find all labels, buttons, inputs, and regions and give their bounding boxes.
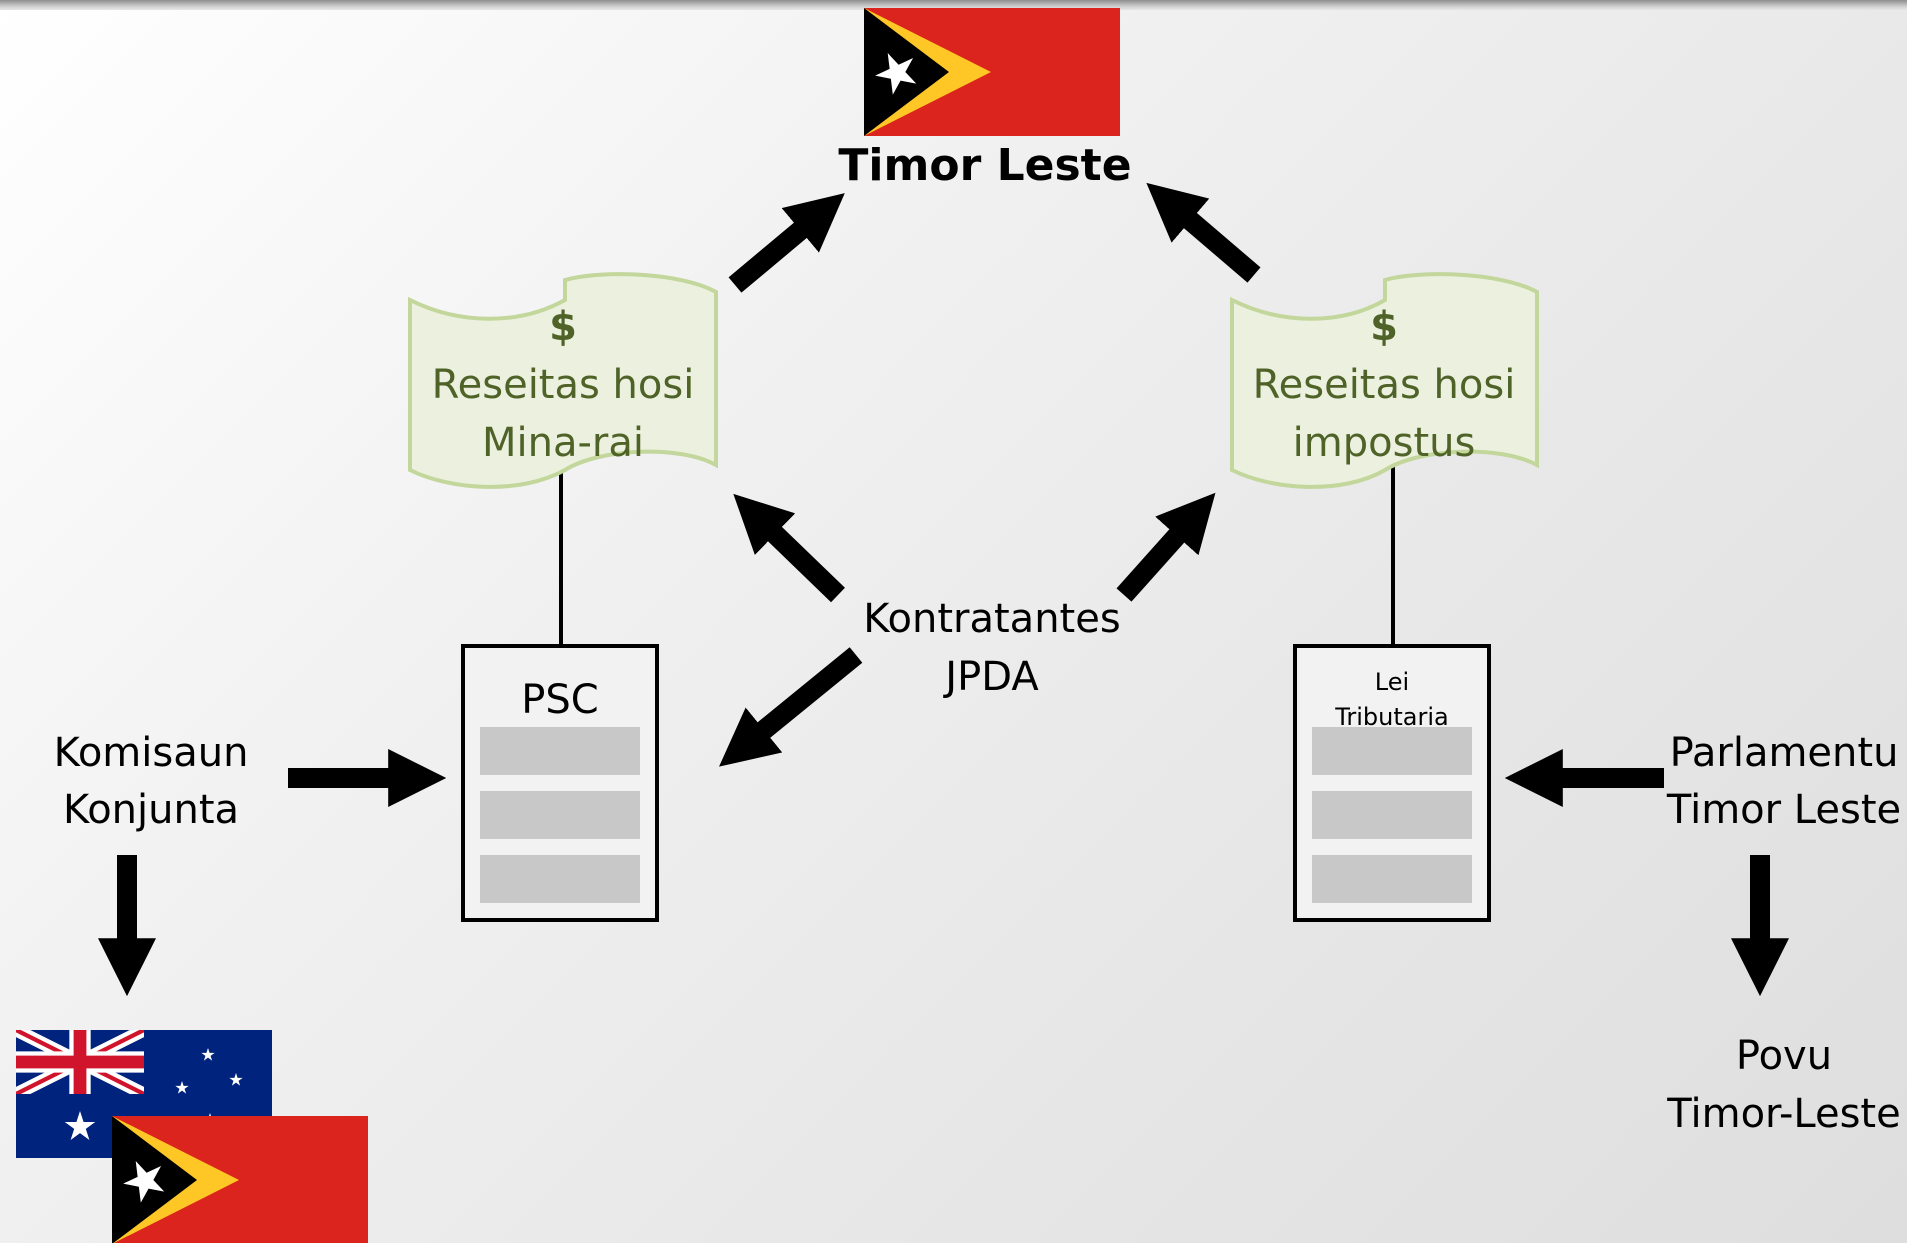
center-label-line2: JPDA — [942, 654, 1039, 700]
arrow-center-to-psc — [719, 647, 863, 767]
arrow-center-to-right-scroll — [1116, 492, 1216, 602]
lei-content-block — [1312, 855, 1472, 903]
arrow-right-scroll-to-title — [1146, 182, 1261, 283]
psc-label: PSC — [521, 677, 598, 723]
scroll-left-line1: Reseitas hosi — [432, 362, 695, 408]
psc-content-block — [480, 727, 640, 775]
scroll-right-line2: impostus — [1293, 420, 1476, 466]
scroll-left-dollar-sign: $ — [549, 304, 577, 350]
right-actor-line1: Parlamentu — [1670, 730, 1899, 776]
psc-document: PSC — [461, 644, 659, 922]
left-actor-line2: Konjunta — [63, 787, 239, 833]
top-edge-bar — [0, 0, 1907, 10]
timor-leste-flag-top — [864, 8, 1120, 136]
people-line1: Povu — [1736, 1033, 1832, 1079]
lei-label-line2: Tributaria — [1334, 703, 1448, 731]
people-line2: Timor-Leste — [1666, 1091, 1900, 1137]
title-timor-leste: Timor Leste — [838, 140, 1131, 191]
scroll-left-line2: Mina-rai — [482, 420, 644, 466]
scroll-reseitas-impostus: $ Reseitas hosi impostus — [1230, 272, 1539, 489]
lei-label-line1: Lei — [1375, 668, 1409, 696]
arrow-left-scroll-to-title — [728, 193, 845, 293]
australia-union-jack — [16, 1030, 144, 1094]
scroll-right-dollar-sign: $ — [1370, 304, 1398, 350]
right-actor-line2: Timor Leste — [1666, 787, 1901, 833]
scroll-reseitas-mina-rai: $ Reseitas hosi Mina-rai — [408, 272, 718, 489]
lei-content-block — [1312, 791, 1472, 839]
lei-content-block — [1312, 727, 1472, 775]
psc-content-block — [480, 855, 640, 903]
arrow-center-to-left-scroll — [733, 493, 845, 603]
center-label-line1: Kontratantes — [863, 596, 1120, 642]
scroll-right-line1: Reseitas hosi — [1253, 362, 1516, 408]
left-actor-line1: Komisaun — [54, 730, 249, 776]
lei-tributaria-document: Lei Tributaria — [1293, 644, 1491, 922]
timor-leste-flag-bottom — [112, 1116, 368, 1243]
psc-content-block — [480, 791, 640, 839]
